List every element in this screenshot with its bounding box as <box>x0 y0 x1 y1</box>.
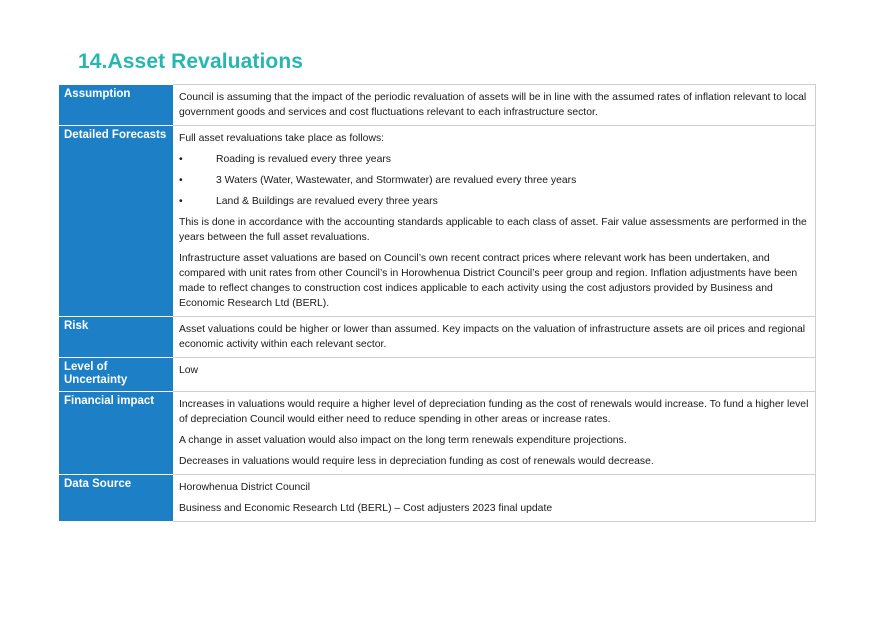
paragraph: Infrastructure asset valuations are base… <box>179 253 798 309</box>
list-item-text: 3 Waters (Water, Wastewater, and Stormwa… <box>216 175 577 186</box>
table-row: Data Source Horowhenua District Council … <box>59 474 816 522</box>
paragraph: Asset valuations could be higher or lowe… <box>179 324 806 350</box>
row-content-assumption: Council is assuming that the impact of t… <box>173 84 816 126</box>
paragraph: Council is assuming that the impact of t… <box>179 92 807 118</box>
paragraph: Business and Economic Research Ltd (BERL… <box>179 503 553 514</box>
table-row: Detailed Forecasts Full asset revaluatio… <box>59 125 816 317</box>
page-title: 14.Asset Revaluations <box>78 50 304 73</box>
table-row: Assumption Council is assuming that the … <box>59 84 816 126</box>
paragraph: Low <box>179 365 199 376</box>
row-label-impact: Financial impact <box>59 391 173 475</box>
bullet-glyph: • <box>179 154 183 165</box>
row-content-source: Horowhenua District Council Business and… <box>173 474 816 522</box>
paragraph: Increases in valuations would require a … <box>179 399 809 425</box>
row-content-uncertainty: Low <box>173 357 816 392</box>
bullet-glyph: • <box>179 175 183 186</box>
table-row: Level of Uncertainty Low <box>59 357 816 392</box>
row-label-risk: Risk <box>59 316 173 358</box>
row-content-impact: Increases in valuations would require a … <box>173 391 816 475</box>
row-content-risk: Asset valuations could be higher or lowe… <box>173 316 816 358</box>
paragraph: A change in asset valuation would also i… <box>179 435 627 446</box>
row-content-forecasts: Full asset revaluations take place as fo… <box>173 125 816 317</box>
row-label-source: Data Source <box>59 474 173 522</box>
list-item: • Roading is revalued every three years <box>179 152 809 167</box>
paragraph: Horowhenua District Council <box>179 482 311 493</box>
list-item: • 3 Waters (Water, Wastewater, and Storm… <box>179 173 809 188</box>
paragraph: Decreases in valuations would require le… <box>179 456 654 467</box>
table-row: Financial impact Increases in valuations… <box>59 391 816 475</box>
bullet-glyph: • <box>179 196 183 207</box>
list-item-text: Roading is revalued every three years <box>216 154 392 165</box>
assumption-table: Assumption Council is assuming that the … <box>59 84 816 522</box>
row-label-uncertainty: Level of Uncertainty <box>59 357 173 392</box>
paragraph: This is done in accordance with the acco… <box>179 217 807 243</box>
paragraph: Full asset revaluations take place as fo… <box>179 133 385 144</box>
list-item: • Land & Buildings are revalued every th… <box>179 194 809 209</box>
row-label-assumption: Assumption <box>59 84 173 126</box>
table-row: Risk Asset valuations could be higher or… <box>59 316 816 358</box>
list-item-text: Land & Buildings are revalued every thre… <box>216 196 438 207</box>
row-label-forecasts: Detailed Forecasts <box>59 125 173 317</box>
